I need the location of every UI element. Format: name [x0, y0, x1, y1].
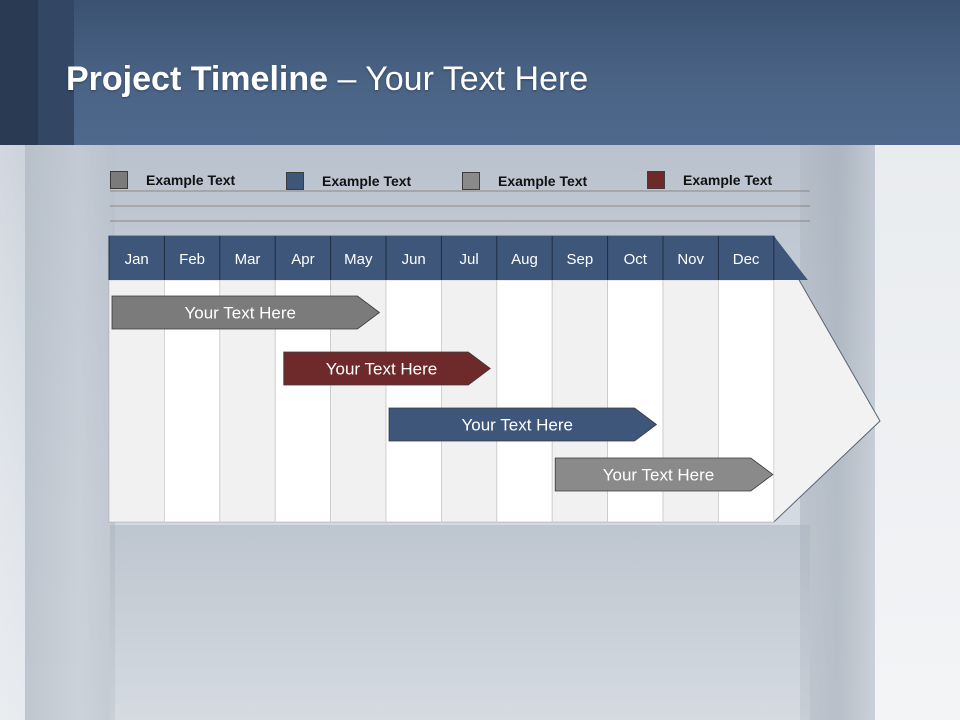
title-rest: – Your Text Here [328, 60, 589, 98]
month-label: Apr [291, 251, 314, 268]
oven-left-wall [25, 145, 115, 720]
legend-swatch [647, 171, 665, 189]
task-bar-label: Your Text Here [603, 466, 715, 485]
month-header-band [109, 236, 808, 280]
slide-header: Project Timeline – Your Text Here [0, 0, 960, 145]
header-accent-strip-secondary [38, 0, 74, 145]
month-label: Dec [733, 251, 760, 268]
oven-floor [110, 525, 810, 720]
month-label: Nov [677, 251, 704, 268]
month-label: Feb [179, 251, 205, 268]
task-bar[interactable] [111, 295, 381, 330]
legend-label: Example Text [683, 172, 773, 188]
legend-label: Example Text [322, 173, 412, 189]
oven-rack [110, 205, 810, 207]
legend-label: Example Text [498, 173, 588, 189]
month-label: Jun [402, 251, 426, 268]
month-column [440, 279, 498, 523]
oven-rack [110, 190, 810, 192]
month-column [385, 279, 442, 523]
month-label: Mar [235, 251, 261, 268]
month-label: Aug [511, 251, 538, 268]
background-right-panel [875, 145, 960, 720]
legend-label: Example Text [146, 172, 236, 188]
legend-swatch [286, 172, 304, 190]
month-label: Sep [567, 251, 594, 268]
task-bar-label: Your Text Here [326, 360, 438, 379]
month-label: Jan [125, 251, 149, 268]
month-column [496, 279, 553, 523]
task-bar[interactable] [283, 351, 491, 386]
oven-rack [110, 220, 810, 222]
task-bar-label: Your Text Here [461, 416, 573, 435]
legend-swatch [462, 172, 480, 190]
task-bar-label: Your Text Here [184, 304, 296, 323]
month-label: Jul [460, 251, 479, 268]
header-accent-strip [0, 0, 38, 145]
month-label: Oct [624, 251, 648, 268]
month-label: May [344, 251, 373, 268]
task-bar[interactable] [388, 407, 658, 442]
task-bar[interactable] [554, 457, 774, 492]
title-bold: Project Timeline [66, 60, 329, 98]
page-title: Project Timeline – Your Text Here [66, 60, 588, 99]
legend-swatch [110, 171, 128, 189]
